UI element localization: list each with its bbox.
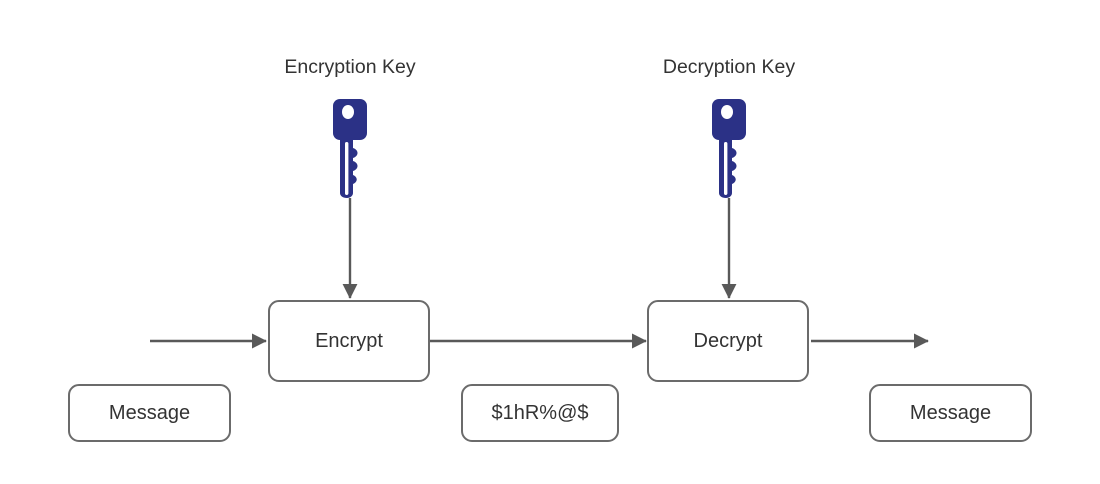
- ciphertext-box[interactable]: $1hR%@$: [461, 384, 619, 442]
- decrypt-box[interactable]: Decrypt: [647, 300, 809, 382]
- encryption-key-icon: [331, 98, 369, 205]
- decryption-key-caption: Decryption Key: [662, 56, 796, 78]
- message-input-box[interactable]: Message: [68, 384, 231, 442]
- message-output-box[interactable]: Message: [869, 384, 1032, 442]
- encryption-key-caption: Encryption Key: [284, 56, 416, 78]
- encrypt-box[interactable]: Encrypt: [268, 300, 430, 382]
- decryption-key-icon: [710, 98, 748, 205]
